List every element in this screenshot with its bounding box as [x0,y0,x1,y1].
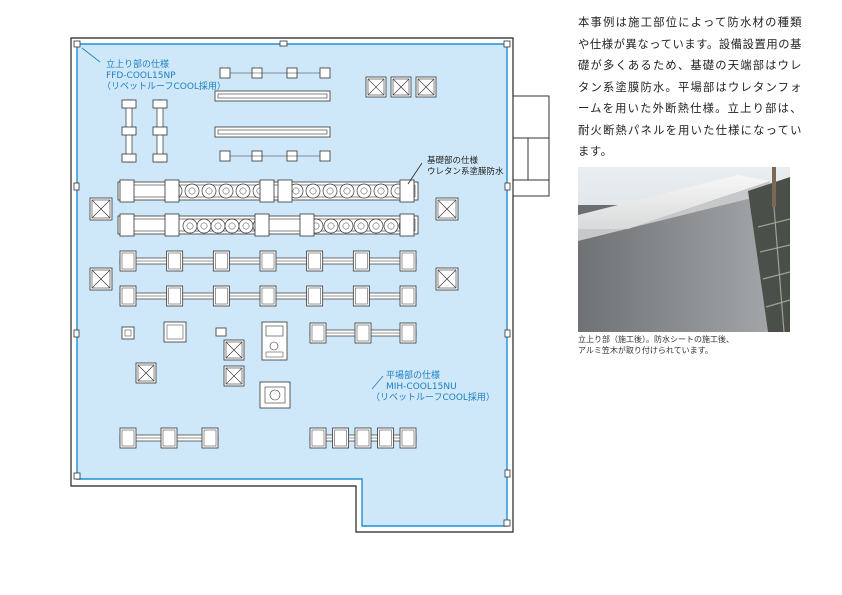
equipment-foundation [119,213,135,237]
fan-unit [339,183,355,199]
equipment-foundation [119,285,137,307]
equipment-foundation [166,250,184,272]
equipment-foundation [332,427,349,449]
small-foundation [215,327,227,337]
equipment-foundation [121,99,137,109]
flat-spec-title: 平場部の仕様 [386,369,440,381]
photo-caption-line1: 立上り部（施工後）。防水シートの施工後、 [578,335,734,344]
small-foundation [219,150,231,162]
equipment-foundation [121,153,137,163]
small-foundation [163,321,187,343]
equipment-foundation [399,213,415,237]
equipment-foundation [152,99,168,109]
equipment-foundation [259,250,277,272]
equipment-foundation [399,285,417,307]
fan-unit [305,183,321,199]
equipment-foundation [121,126,137,136]
equipment-foundation [152,153,168,163]
equipment-foundation [259,285,277,307]
equipment-foundation [164,179,180,203]
riser-spec-product: FFD-COOL15NP [106,71,176,81]
equipment-foundation [164,213,180,237]
photo-caption: 立上り部（施工後）。防水シートの施工後、 アルミ笠木が取り付けられています。 [578,334,808,356]
fan-unit [238,218,254,234]
equipment-foundation [352,250,370,272]
fan-unit [182,218,198,234]
equipment-foundation [354,427,372,449]
fan-unit [201,183,217,199]
equipment-foundation [399,427,417,449]
equipment-foundation [119,427,137,449]
riser-spec-title: 立上り部の仕様 [106,58,169,70]
equipment-foundation [119,250,137,272]
equipment-foundation [201,427,219,449]
riser-spec-note: （リベットルーフCOOL採用） [102,80,226,92]
equipment-foundation [352,285,370,307]
equipment-foundation [399,322,417,344]
fan-unit [323,218,339,234]
fan-unit [356,183,372,199]
flat-spec-label: 平場部の仕様 MIH-COOL15NU （リベットルーフCOOL採用） [371,369,495,403]
photo-caption-line2: アルミ笠木が取り付けられています。 [578,346,713,355]
equipment-foundation [212,250,230,272]
equipment-foundation [212,285,230,307]
equipment-foundation [259,179,275,203]
equipment-frame [214,126,331,138]
fan-unit [210,218,226,234]
equipment-foundation [399,250,417,272]
equipment-foundation [309,427,327,449]
equipment-foundation [377,427,394,449]
fan-unit [373,183,389,199]
flat-spec-product: MIH-COOL15NU [386,382,457,392]
fan-unit [184,183,200,199]
equipment-foundation [119,179,135,203]
equipment-foundation [254,213,270,237]
equipment-foundation [399,179,415,203]
equipment-foundation [299,213,315,237]
equipment-foundation [160,427,178,449]
wall-posts [73,40,511,527]
small-foundation [319,150,331,162]
fan-unit [368,218,384,234]
right-annex [512,95,550,197]
fan-unit [322,183,338,199]
small-foundation [121,326,135,340]
small-foundation [319,67,331,79]
fan-unit [353,218,369,234]
foundation-spec-type: ウレタン系塗膜防水 [427,166,504,177]
small-foundation [219,67,231,79]
equipment-layer [89,67,459,449]
equipment-foundation [166,285,184,307]
equipment-frame [214,90,331,102]
equipment-foundation [306,250,324,272]
fan-unit [224,218,240,234]
equipment-foundation [152,126,168,136]
tank-unit [259,381,291,409]
fan-unit [196,218,212,234]
fan-unit [235,183,251,199]
foundation-spec-title: 基礎部の仕様 [427,155,479,166]
flat-spec-note: （リベットルーフCOOL採用） [371,391,495,403]
riser-photo [578,167,790,332]
foundation-spec-label: 基礎部の仕様 ウレタン系塗膜防水 [407,155,504,185]
equipment-foundation [309,322,327,344]
fan-unit [338,218,354,234]
description-text: 本事例は施工部位によって防水材の種類や仕様が異なっています。設備設置用の基礎が多… [578,16,802,158]
fan-unit [218,183,234,199]
equipment-foundation [354,322,372,344]
equipment-foundation [277,179,293,203]
equipment-foundation [306,285,324,307]
fan-unit [383,218,399,234]
riser-spec-label: 立上り部の仕様 FFD-COOL15NP （リベットルーフCOOL採用） [81,47,226,92]
